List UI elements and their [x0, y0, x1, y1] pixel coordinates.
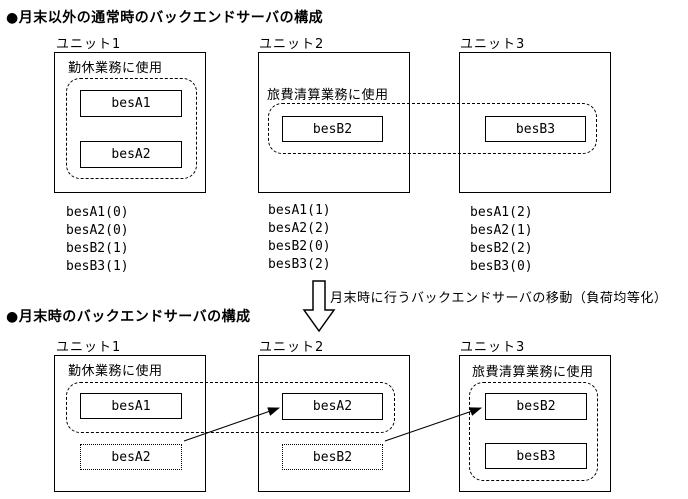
bottom-unit1-server-besA1: besA1 [80, 393, 182, 419]
bottom-unit1-usage-label: 勤休業務に使用 [66, 360, 165, 379]
top-unit1-server-count-list: besA1(0) besA2(0) besB2(1) besB3(1) [66, 204, 129, 276]
top-unit3-server-besB3: besB3 [485, 116, 586, 142]
bottom-section-title: ●月末時のバックエンドサーバの構成 [6, 309, 251, 325]
top-unit1-usage-label: 勤休業務に使用 [66, 57, 165, 76]
list-item: besB3(2) [268, 257, 331, 272]
list-item: besB3(0) [470, 259, 533, 274]
list-item: besA1(1) [268, 203, 331, 218]
bottom-unit2-server-besA2: besA2 [282, 393, 383, 420]
list-item: besB2(0) [268, 239, 331, 254]
bottom-unit1-moved-besA2: besA2 [80, 444, 182, 470]
top-unit2-server-count-list: besA1(1) besA2(2) besB2(0) besB3(2) [268, 202, 331, 274]
list-item: besA1(2) [470, 205, 533, 220]
list-item: besB3(1) [66, 259, 129, 274]
top-travel-group-outline [268, 103, 597, 154]
top-attendance-group-outline [66, 78, 197, 179]
top-unit1-server-besA2: besA2 [80, 141, 182, 168]
bottom-unit3-label: ユニット3 [460, 340, 526, 355]
list-item: besB2(2) [470, 241, 533, 256]
bottom-unit1-label: ユニット1 [56, 340, 122, 355]
top-unit1-label: ユニット1 [56, 37, 122, 52]
list-item: besA2(1) [470, 223, 533, 238]
bottom-unit3-server-besB2: besB2 [485, 393, 587, 420]
top-unit3-label: ユニット3 [460, 37, 526, 52]
bottom-unit2-label: ユニット2 [259, 340, 325, 355]
list-item: besA1(0) [66, 205, 129, 220]
bottom-unit3-usage-label: 旅費清算業務に使用 [470, 361, 596, 380]
top-unit3-server-count-list: besA1(2) besA2(1) besB2(2) besB3(0) [470, 204, 533, 276]
top-unit2-server-besB2: besB2 [282, 116, 383, 142]
list-item: besB2(1) [66, 241, 129, 256]
top-unit2-usage-label: 旅費清算業務に使用 [265, 84, 391, 103]
transition-label: 月末時に行うバックエンドサーバの移動（負荷均等化） [330, 291, 668, 306]
top-unit1-server-besA1: besA1 [80, 90, 182, 117]
bottom-unit3-server-besB3: besB3 [485, 443, 587, 469]
list-item: besA2(2) [268, 221, 331, 236]
list-item: besA2(0) [66, 223, 129, 238]
bottom-unit2-moved-besB2: besB2 [282, 444, 383, 470]
top-section-title: ●月末以外の通常時のバックエンドサーバの構成 [6, 10, 324, 26]
top-unit2-label: ユニット2 [259, 37, 325, 52]
